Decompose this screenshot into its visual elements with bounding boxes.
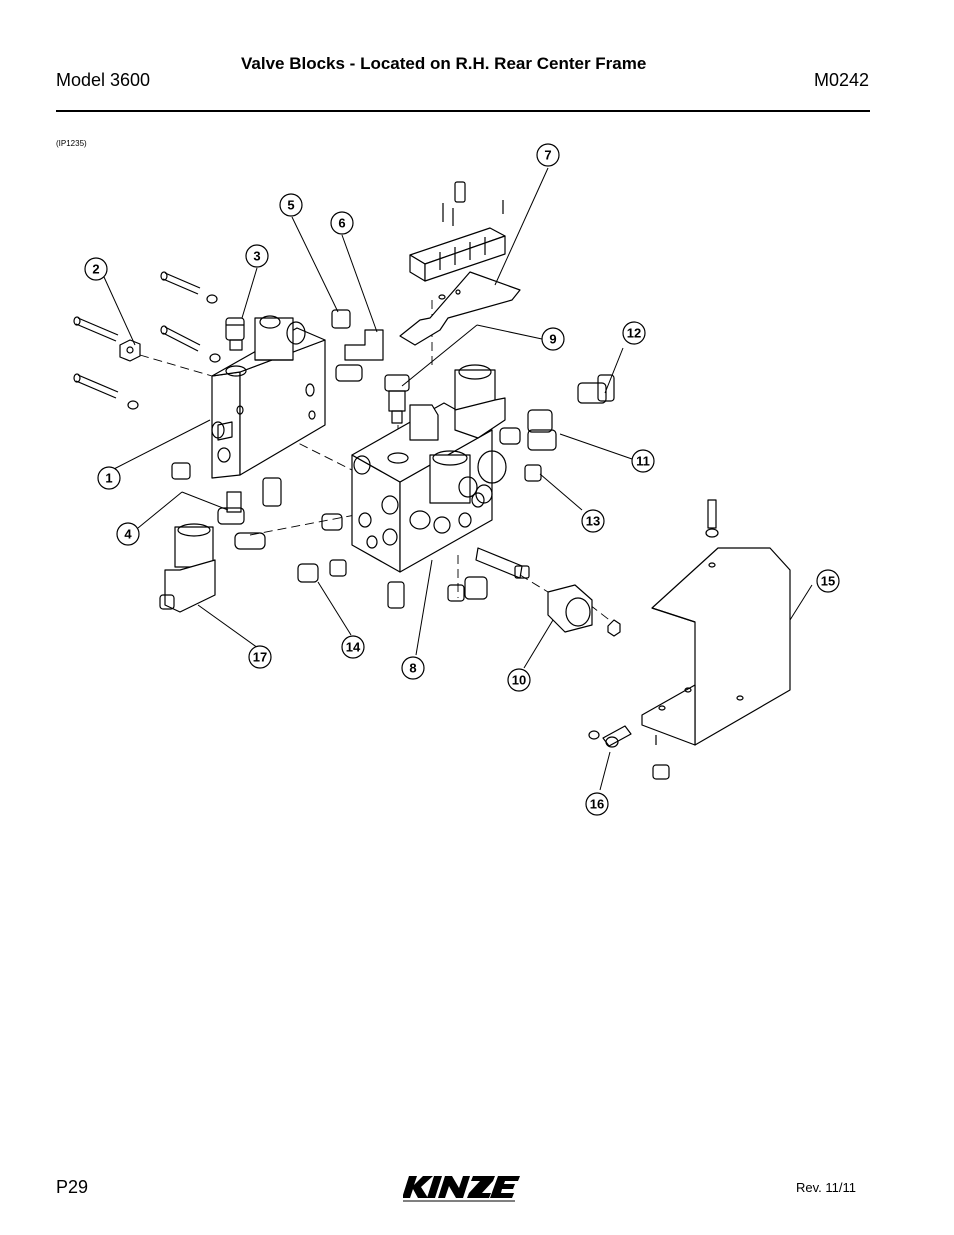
callout-circle xyxy=(330,211,354,235)
callout-16: 16 xyxy=(585,792,609,816)
callout-circle xyxy=(631,449,655,473)
terminal-strip-7 xyxy=(399,181,521,346)
spacer-2 xyxy=(119,339,141,362)
bolts-left xyxy=(73,271,221,410)
model-label: Model 3600 xyxy=(56,70,151,90)
callout-number: 12 xyxy=(627,326,641,341)
callout-number: 8 xyxy=(409,661,416,676)
fittings-left xyxy=(171,462,343,550)
fittings-right xyxy=(499,374,615,482)
callout-number: 10 xyxy=(512,673,526,688)
callout-1: 1 xyxy=(97,466,121,490)
callout-2: 2 xyxy=(84,257,108,281)
cartridge-3 xyxy=(225,317,245,351)
callout-15: 15 xyxy=(816,569,840,593)
solenoid-valve-17 xyxy=(159,523,216,613)
header-divider xyxy=(56,110,870,112)
callout-circle xyxy=(97,466,121,490)
mounting-bracket-15 xyxy=(641,499,791,746)
coil-left-block xyxy=(254,315,306,361)
callout-circle xyxy=(116,522,140,546)
callout-number: 3 xyxy=(253,249,260,264)
callout-circle xyxy=(622,321,646,345)
clamp-16 xyxy=(588,725,670,780)
callout-circle xyxy=(816,569,840,593)
callout-9: 9 xyxy=(541,327,565,351)
solenoid-cartridge-10 xyxy=(475,547,621,637)
callout-number: 16 xyxy=(590,797,604,812)
callout-circle xyxy=(507,668,531,692)
callout-number: 4 xyxy=(124,527,132,542)
coils-main-block xyxy=(429,364,507,504)
callout-number: 1 xyxy=(105,471,112,486)
callout-6: 6 xyxy=(330,211,354,235)
callout-11: 11 xyxy=(631,449,655,473)
plug-5 xyxy=(331,309,351,329)
callout-circle xyxy=(245,244,269,268)
callout-14: 14 xyxy=(341,635,365,659)
fittings-below xyxy=(297,559,488,609)
callout-number: 6 xyxy=(338,216,345,231)
callout-8: 8 xyxy=(401,656,425,680)
callout-circle xyxy=(585,792,609,816)
callout-number: 2 xyxy=(92,262,99,277)
page-number: P29 xyxy=(56,1177,89,1197)
elbow-6 xyxy=(335,329,384,382)
callout-number: 13 xyxy=(586,514,600,529)
callout-17: 17 xyxy=(248,645,272,669)
page-title: Valve Blocks - Located on R.H. Rear Cent… xyxy=(241,54,647,73)
callout-circle xyxy=(401,656,425,680)
callout-number: 7 xyxy=(544,148,551,163)
callout-4: 4 xyxy=(116,522,140,546)
kinze-logo xyxy=(403,1176,520,1202)
callout-circle xyxy=(341,635,365,659)
callout-number: 11 xyxy=(636,454,650,469)
cartridge-9 xyxy=(384,374,439,441)
callout-3: 3 xyxy=(245,244,269,268)
callout-number: 5 xyxy=(287,198,294,213)
callout-number: 9 xyxy=(549,332,556,347)
callout-circle xyxy=(248,645,272,669)
callout-circle xyxy=(536,143,560,167)
callout-13: 13 xyxy=(581,509,605,533)
callout-circle xyxy=(541,327,565,351)
callout-circle xyxy=(279,193,303,217)
callout-12: 12 xyxy=(622,321,646,345)
callout-10: 10 xyxy=(507,668,531,692)
callout-leaders xyxy=(103,167,813,791)
callout-7: 7 xyxy=(536,143,560,167)
figure-id: (IP1235) xyxy=(56,139,87,148)
callout-circle xyxy=(581,509,605,533)
manual-code: M0242 xyxy=(814,70,870,90)
callout-number: 17 xyxy=(253,650,267,665)
callout-5: 5 xyxy=(279,193,303,217)
revision-date: Rev. 11/11 xyxy=(796,1180,856,1195)
callout-circle xyxy=(84,257,108,281)
callout-number: 14 xyxy=(346,640,361,655)
callout-number: 15 xyxy=(821,574,835,589)
